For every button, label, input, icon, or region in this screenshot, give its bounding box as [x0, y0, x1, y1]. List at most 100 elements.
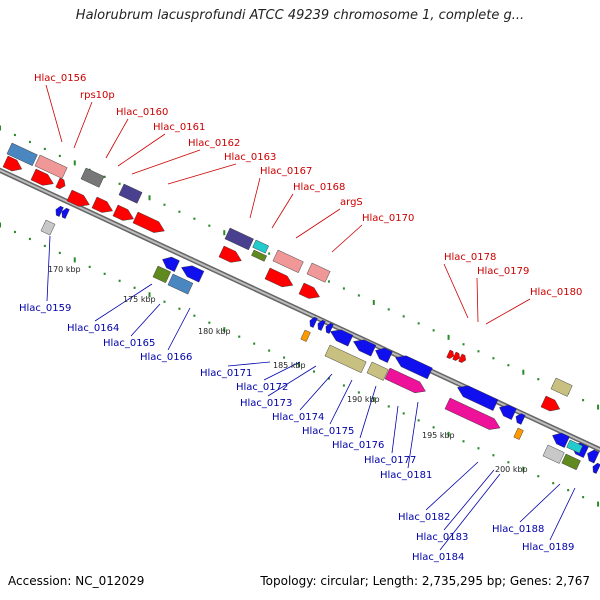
scale-label: 180 kbp: [198, 327, 231, 336]
leader-line: [443, 469, 495, 531]
gene-forward: [112, 204, 134, 221]
gene-shape: [587, 449, 600, 464]
gene-label: Hlac_0181: [380, 470, 432, 481]
scale-label: 200 kbp: [495, 465, 528, 474]
gene-reverse: [317, 319, 326, 331]
gene-shape: [132, 211, 165, 233]
leader-line: [249, 177, 261, 219]
gene-forward: [252, 239, 269, 254]
leader-line: [407, 401, 419, 469]
gene-shape: [499, 404, 517, 420]
gene-shape: [366, 361, 389, 381]
gene-forward: [224, 227, 254, 251]
gene-shape: [80, 167, 105, 188]
gene-shape: [162, 256, 180, 272]
gene-reverse: [395, 355, 433, 380]
gene-forward: [218, 245, 242, 263]
gene-reverse: [566, 439, 583, 454]
gene-shape: [550, 377, 573, 397]
gene-shape: [34, 154, 68, 179]
gene-reverse: [330, 329, 354, 347]
leader-line: [167, 307, 191, 351]
leader-line: [485, 298, 531, 325]
gene-shape: [592, 462, 600, 474]
gene-shape: [330, 329, 354, 347]
gene-reverse: [457, 385, 499, 411]
gene-shape: [224, 227, 254, 251]
gene-forward: [446, 349, 454, 359]
gene-reverse: [300, 329, 311, 342]
gene-shape: [542, 444, 565, 464]
gene-label: Hlac_0165: [103, 338, 155, 349]
gene-label: argS: [340, 197, 363, 208]
gene-reverse: [162, 256, 180, 272]
gene-label: Hlac_0163: [224, 152, 276, 163]
gene-reverse: [542, 444, 565, 464]
leader-line: [130, 303, 161, 337]
leader-line: [167, 163, 237, 185]
gene-label: Hlac_0184: [412, 552, 464, 563]
gene-shape: [457, 385, 499, 411]
gene-label: Hlac_0177: [364, 455, 416, 466]
gene-shape: [298, 282, 320, 299]
gene-reverse: [61, 207, 70, 219]
leader-line: [117, 133, 166, 167]
gene-forward: [306, 262, 331, 283]
feature-layer: [2, 142, 600, 474]
gene-shape: [566, 439, 583, 454]
gene-label: Hlac_0161: [153, 122, 205, 133]
leader-line: [263, 361, 301, 381]
leader-line: [227, 361, 271, 367]
gene-reverse: [366, 361, 389, 381]
backbone-inner: [0, 169, 600, 451]
gene-reverse: [587, 449, 600, 464]
leader-line: [267, 365, 317, 397]
scale-label: 175 kbp: [123, 295, 156, 304]
gene-label: Hlac_0173: [240, 398, 292, 409]
gene-shape: [458, 353, 466, 363]
gene-reverse: [499, 404, 517, 420]
gene-forward: [550, 377, 573, 397]
gene-label: Hlac_0171: [200, 368, 252, 379]
leader-line: [46, 235, 51, 302]
leader-line: [549, 487, 576, 541]
leader-line: [271, 193, 294, 229]
gene-reverse: [552, 432, 570, 448]
gene-reverse: [592, 462, 600, 474]
gene-forward: [91, 196, 113, 213]
gene-label: Hlac_0170: [362, 213, 414, 224]
gene-shape: [66, 189, 90, 207]
gene-shape: [112, 204, 134, 221]
gene-shape: [152, 265, 171, 284]
gene-label: Hlac_0174: [272, 412, 324, 423]
gene-label: Hlac_0167: [260, 166, 312, 177]
gene-shape: [395, 355, 433, 380]
gene-shape: [325, 322, 334, 334]
gene-shape: [561, 453, 581, 471]
gene-shape: [353, 339, 377, 357]
gene-shape: [252, 239, 269, 254]
gene-forward: [66, 189, 90, 207]
gene-shape: [515, 413, 526, 425]
scale-label: 190 kbp: [347, 395, 380, 404]
gene-shape: [317, 319, 326, 331]
gene-reverse: [375, 347, 393, 363]
gene-label: Hlac_0182: [398, 512, 450, 523]
gene-reverse: [181, 265, 205, 283]
gene-shape: [2, 155, 23, 172]
gene-reverse: [325, 322, 334, 334]
gene-forward: [264, 267, 294, 288]
scale-label: 195 kbp: [422, 431, 455, 440]
gene-shape: [264, 267, 294, 288]
leader-line: [519, 483, 561, 523]
gene-forward: [6, 142, 38, 166]
leader-line: [331, 224, 363, 253]
gene-shape: [300, 329, 311, 342]
gene-forward: [540, 395, 561, 412]
gene-shape: [61, 207, 70, 219]
gene-shape: [218, 245, 242, 263]
gene-label: Hlac_0176: [332, 440, 384, 451]
gene-reverse: [561, 453, 581, 471]
gene-shape: [444, 397, 501, 430]
